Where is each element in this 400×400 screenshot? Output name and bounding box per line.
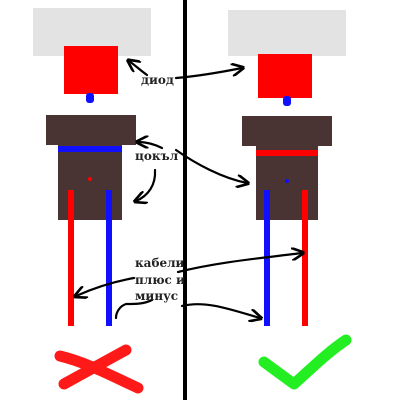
label-cables-line1: кабели: [135, 256, 185, 270]
right-socket-dot: [285, 179, 289, 183]
correct-check-icon: [258, 334, 352, 390]
right-diode-lead: [283, 96, 291, 106]
left-socket-dot: [88, 177, 92, 181]
left-diode-body: [64, 46, 118, 94]
left-wire-minus: [106, 190, 112, 326]
arrow-diode-left: [129, 61, 149, 77]
right-socket-top: [242, 116, 332, 146]
right-assembly: [228, 10, 346, 326]
arrow-cables-left: [76, 276, 136, 296]
arrow-socket-right: [174, 148, 247, 183]
right-wire-plus: [302, 190, 308, 326]
left-diode-lead: [86, 93, 94, 103]
wrong-cross-icon: [54, 344, 144, 394]
left-assembly: [33, 8, 151, 326]
left-socket-top: [46, 115, 136, 145]
arrow-cables-right: [176, 253, 302, 274]
left-socket-band: [58, 146, 122, 152]
label-diode: диод: [141, 73, 174, 87]
arrows: [76, 61, 302, 318]
arrow-cables-bottom-right: [180, 303, 260, 318]
label-cables-line3: минус: [135, 289, 178, 303]
left-socket-body: [58, 145, 122, 220]
arrow-cables-bottom-left: [114, 298, 154, 320]
right-diode-cap: [228, 10, 346, 56]
center-divider: [183, 0, 187, 400]
arrow-socket-left: [138, 142, 164, 150]
left-wire-plus: [68, 190, 74, 326]
label-cables-line2: плюс и: [135, 273, 185, 287]
arrow-diode-right: [174, 68, 242, 80]
right-socket-band: [256, 150, 318, 156]
arrow-socket-down: [136, 168, 157, 201]
label-socket: цокъл: [135, 149, 179, 163]
right-diode-body: [258, 54, 312, 98]
